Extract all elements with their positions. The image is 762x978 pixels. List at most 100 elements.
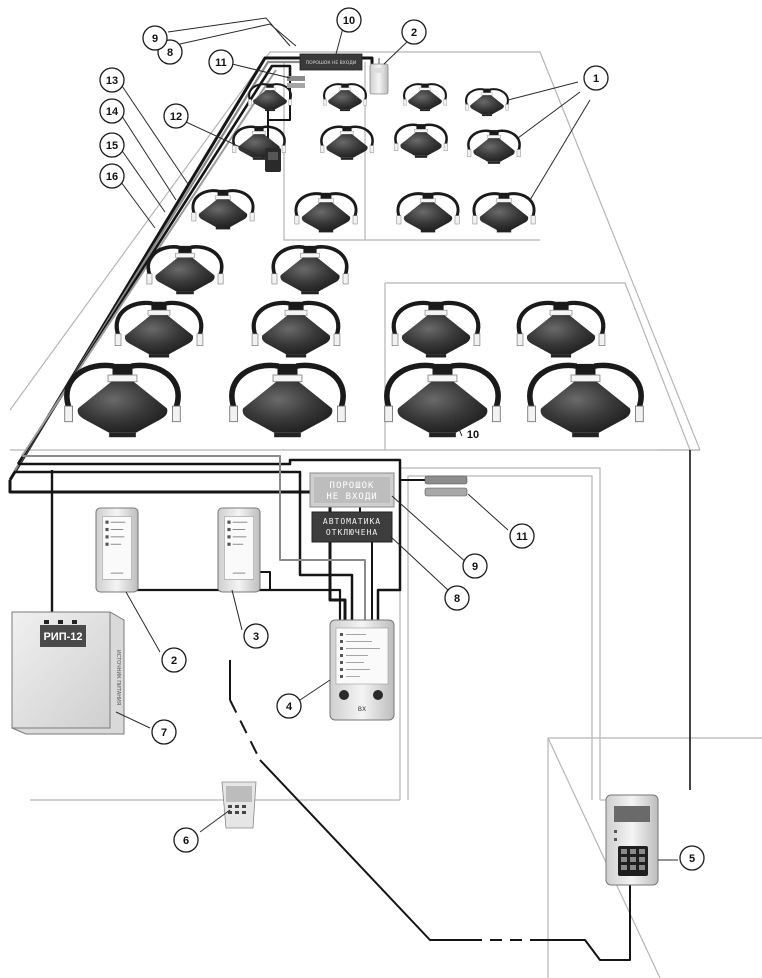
callout-circle-icon: [679, 845, 705, 871]
callout-c11a: 11: [208, 49, 234, 75]
powder-module: [395, 191, 461, 234]
powder-module: [393, 122, 449, 160]
callout-c10b: 10: [467, 429, 479, 441]
callout-label: 5: [689, 853, 695, 865]
callout-c5: 5: [679, 845, 705, 871]
callout-label: 6: [183, 835, 189, 847]
power-supply-unit: РИП-12 ИСТОЧНИК ПИТАНИЯ: [11, 611, 125, 735]
powder-module: [247, 82, 293, 113]
control-unit: ВХ: [329, 619, 395, 721]
callout-c10a: 10: [336, 7, 362, 33]
callout-circle-icon: [161, 647, 187, 673]
powder-module: [471, 191, 537, 234]
callout-label: 11: [516, 531, 528, 543]
callout-c2b: 2: [161, 647, 187, 673]
callout-c4: 4: [276, 693, 302, 719]
powder-module: [392, 302, 480, 358]
callout-c9b: 9: [462, 553, 488, 579]
powder-module: [230, 364, 346, 437]
automation-sign-line1: АВТОМАТИКА: [323, 517, 381, 526]
callout-circle-icon: [163, 103, 189, 129]
callout-c13: 13: [99, 67, 125, 93]
manual-call-point: [265, 148, 281, 172]
callout-circle-icon: [99, 67, 125, 93]
top-door-contact: [287, 76, 305, 88]
callout-label: 10: [343, 15, 355, 27]
detector-device-3: [217, 507, 261, 593]
room-walls: [9, 51, 762, 978]
callout-c8b: 8: [444, 585, 470, 611]
callout-circle-icon: [173, 827, 199, 853]
callout-c7: 7: [151, 719, 177, 745]
callout-label: 3: [253, 631, 259, 643]
access-terminal: [605, 794, 659, 886]
remote-control: [221, 781, 257, 829]
powder-sign-line1: ПОРОШОК: [330, 481, 375, 491]
powder-module: [528, 364, 644, 437]
callout-c14: 14: [99, 98, 125, 124]
callout-label: 10: [467, 429, 479, 441]
control-unit-label: ВХ: [358, 706, 366, 713]
door-magnetic-contact: [424, 475, 468, 497]
callout-label: 9: [152, 33, 158, 45]
top-warning-sign: ПОРОШОК НЕ ВХОДИ: [299, 53, 363, 71]
callout-c9a: 9: [142, 25, 168, 51]
powder-module: [65, 364, 181, 437]
powder-module: [144, 243, 226, 297]
callout-circle-icon: [151, 719, 177, 745]
callout-circle-icon: [208, 49, 234, 75]
callout-label: 16: [106, 171, 118, 183]
callout-c2a: 2: [401, 19, 427, 45]
detector-device-2: [95, 507, 139, 593]
callout-label: 2: [411, 27, 417, 39]
powder-module: [269, 243, 351, 297]
callout-label: 2: [171, 655, 177, 667]
callout-label: 15: [106, 140, 118, 152]
callout-circle-icon: [99, 163, 125, 189]
callout-label: 8: [167, 47, 173, 59]
powder-module: [115, 302, 203, 358]
powder-module: [402, 82, 448, 113]
callout-circle-icon: [142, 25, 168, 51]
callout-circle-icon: [336, 7, 362, 33]
callout-circle-icon: [509, 523, 535, 549]
powder-module: [466, 128, 522, 166]
callout-label: 8: [454, 593, 460, 605]
powder-module: [319, 124, 375, 162]
powder-module: [322, 82, 368, 113]
callout-label: 13: [106, 75, 118, 87]
powder-module: [464, 87, 510, 118]
powder-module: [385, 364, 501, 437]
callout-c15: 15: [99, 132, 125, 158]
callout-circle-icon: [401, 19, 427, 45]
top-sign-text: ПОРОШОК НЕ ВХОДИ: [306, 60, 356, 66]
callout-circle-icon: [583, 65, 609, 91]
callout-circle-icon: [99, 132, 125, 158]
callout-c3: 3: [243, 623, 269, 649]
callout-label: 9: [472, 561, 478, 573]
callout-c12: 12: [163, 103, 189, 129]
callout-label: 12: [170, 111, 182, 123]
powder-sign-line2: НЕ ВХОДИ: [326, 492, 377, 502]
callout-c11b: 11: [509, 523, 535, 549]
psu-label: РИП-12: [43, 631, 82, 643]
callout-circle-icon: [99, 98, 125, 124]
callout-circle-icon: [276, 693, 302, 719]
callout-circle-icon: [462, 553, 488, 579]
powder-module: [293, 191, 359, 234]
psu-indicators: [44, 620, 77, 624]
callout-label: 1: [593, 73, 599, 85]
leader-lines: [115, 17, 678, 861]
automation-off-sign: АВТОМАТИКА ОТКЛЮЧЕНА: [311, 511, 393, 543]
powder-module: [190, 188, 256, 231]
callout-label: 7: [161, 727, 167, 739]
callout-c16: 16: [99, 163, 125, 189]
top-sensor-device: [369, 58, 389, 95]
powder-warning-sign: ПОРОШОК НЕ ВХОДИ: [309, 472, 395, 508]
automation-sign-line2: ОТКЛЮЧЕНА: [326, 528, 378, 537]
callout-circle-icon: [444, 585, 470, 611]
psu-side-text: ИСТОЧНИК ПИТАНИЯ: [115, 650, 121, 705]
callout-label: 4: [286, 701, 293, 713]
powder-module: [517, 302, 605, 358]
